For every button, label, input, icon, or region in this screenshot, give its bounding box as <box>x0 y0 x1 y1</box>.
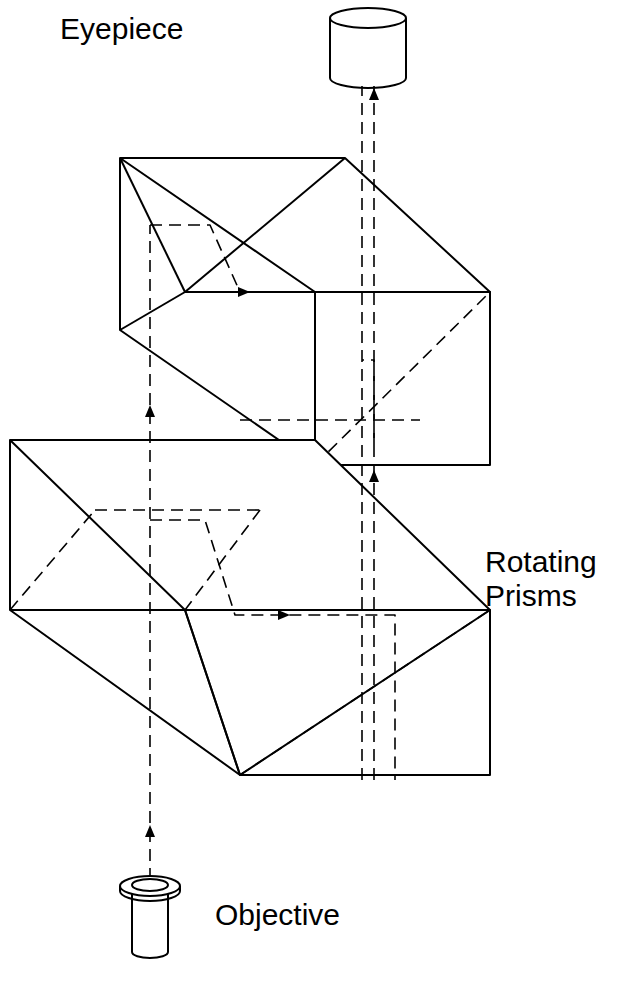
part-label: Eyepiece <box>60 12 183 46</box>
eyepiece-symbol <box>330 8 406 88</box>
part-label: Rotating Prisms <box>485 545 625 612</box>
lower-prism <box>10 440 490 775</box>
arrowheads <box>145 88 379 837</box>
part-label: Objective <box>215 898 340 932</box>
objective-symbol <box>120 876 180 958</box>
upper-prism <box>120 158 490 465</box>
light-path <box>150 86 395 880</box>
